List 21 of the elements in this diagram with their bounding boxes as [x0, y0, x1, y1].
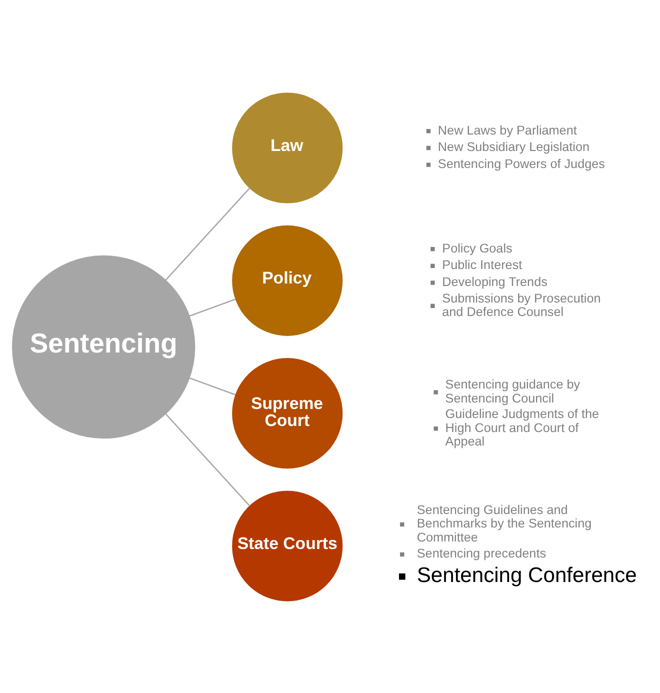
node-label: Public Interest	[442, 258, 522, 272]
node-circle: Sentencing	[12, 254, 196, 438]
node-label: Guideline Judgments of the High Court and Court of Appeal	[445, 406, 600, 448]
node-label: Sentencing precedents	[416, 546, 546, 560]
node-label: Sentencing Guidelines and Benchmarks by the Sentencing Committee	[416, 502, 592, 544]
node-circle: Policy	[232, 224, 343, 336]
node-label: New Subsidiary Legislation	[438, 140, 590, 154]
connector	[165, 187, 250, 280]
node-circle: Law	[232, 92, 343, 203]
node-label: Submissions by Prosecution and Defence Counsel	[442, 290, 601, 319]
node-circle: Supreme Court	[232, 358, 343, 468]
node-label: New Laws by Parliament	[438, 122, 577, 137]
node-label: Developing Trends	[442, 274, 548, 289]
connector	[189, 376, 236, 395]
connector	[189, 298, 236, 316]
node-circle: State Courts	[232, 490, 343, 601]
connector	[165, 412, 250, 506]
node-label: Sentencing Conference	[416, 563, 637, 586]
node-label: Sentencing Powers of Judges	[438, 156, 605, 171]
node-label: Policy Goals	[442, 240, 512, 255]
node-label: Sentencing guidance by Sentencing Council	[445, 377, 580, 405]
